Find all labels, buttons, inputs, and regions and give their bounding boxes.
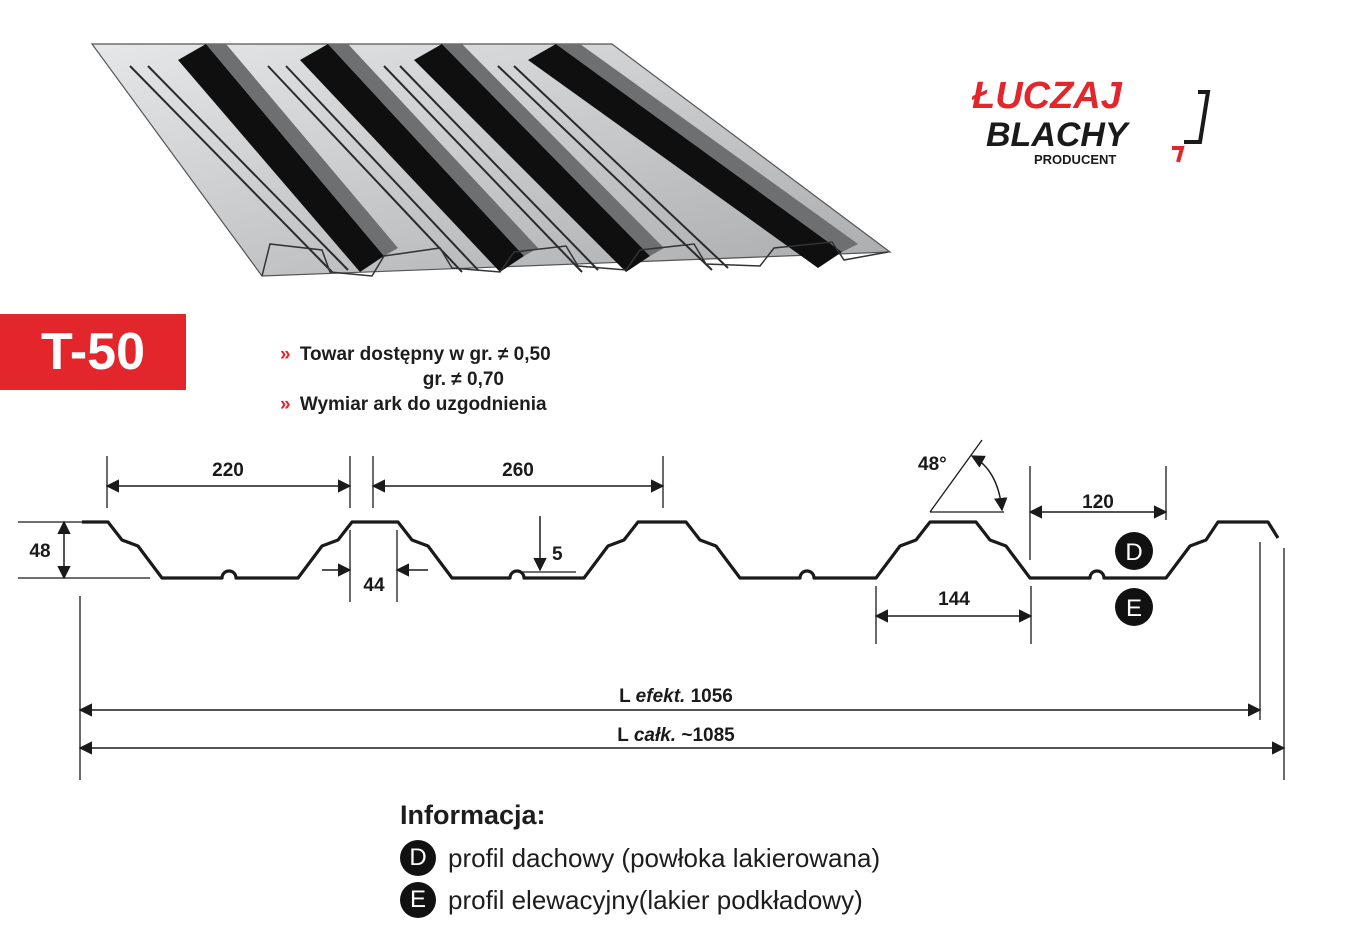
dim-144-label: 144 — [938, 589, 970, 610]
product-code: T-50 — [40, 323, 146, 381]
info-item-e: E profil elewacyjny(lakier podkładowy) — [400, 879, 880, 921]
dim-260-label: 260 — [502, 460, 534, 481]
info-legend: Informacja: D profil dachowy (powłoka la… — [400, 800, 880, 921]
product-notes: » Towar dostępny w gr. ≠ 0,50 gr. ≠ 0,70… — [280, 342, 551, 417]
logo-line1: ŁUCZAJ — [972, 75, 1123, 117]
profile-outline — [82, 520, 1280, 580]
logo-mark: ŁUCZAJ BLACHY — [972, 75, 1211, 163]
logo-subtitle: PRODUCENT — [1034, 152, 1116, 167]
info-marker-e: E — [400, 882, 436, 918]
dim-l-calk-label: L całk. ~1085 — [617, 725, 735, 746]
note-bullet: » — [280, 394, 291, 415]
note-line3: Wymiar ark do uzgodnienia — [299, 394, 547, 415]
note-dimensions: » Wymiar ark do uzgodnienia — [280, 392, 551, 417]
info-text-d: profil dachowy (powłoka lakierowana) — [448, 842, 881, 873]
profile-drawing: 220 260 48 44 5 48° 120 144 L efekt. 105… — [18, 439, 1286, 780]
note-bullet: » — [280, 344, 291, 365]
dim-5-label: 5 — [552, 544, 563, 565]
dim-44-label: 44 — [363, 575, 385, 596]
dim-l-efekt-label: L efekt. 1056 — [619, 686, 733, 707]
company-logo: ŁUCZAJ BLACHY PRODUCENT — [972, 75, 1211, 167]
marker-e: E — [1115, 588, 1153, 626]
info-marker-d: D — [400, 840, 436, 876]
dim-220-label: 220 — [212, 460, 244, 481]
info-text-e: profil elewacyjny(lakier podkładowy) — [448, 884, 863, 915]
info-heading: Informacja: — [400, 800, 546, 830]
info-item-d: D profil dachowy (powłoka lakierowana) — [400, 837, 880, 879]
dim-120-label: 120 — [1082, 492, 1114, 513]
logo-line2: BLACHY — [986, 116, 1131, 154]
sheet-illustration — [90, 43, 892, 277]
svg-text:D: D — [1125, 539, 1142, 566]
marker-d: D — [1115, 532, 1153, 570]
svg-text:E: E — [1126, 595, 1142, 622]
note-thickness: » Towar dostępny w gr. ≠ 0,50 — [280, 342, 551, 367]
product-code-badge: T-50 — [0, 314, 186, 390]
angle-arc — [970, 455, 1008, 512]
dim-angle-label: 48° — [918, 454, 947, 475]
note-line1: Towar dostępny w gr. ≠ 0,50 — [299, 344, 551, 365]
note-thickness-alt: gr. ≠ 0,70 — [280, 367, 551, 392]
note-line2: gr. ≠ 0,70 — [422, 369, 504, 390]
dim-48-label: 48 — [29, 541, 50, 562]
